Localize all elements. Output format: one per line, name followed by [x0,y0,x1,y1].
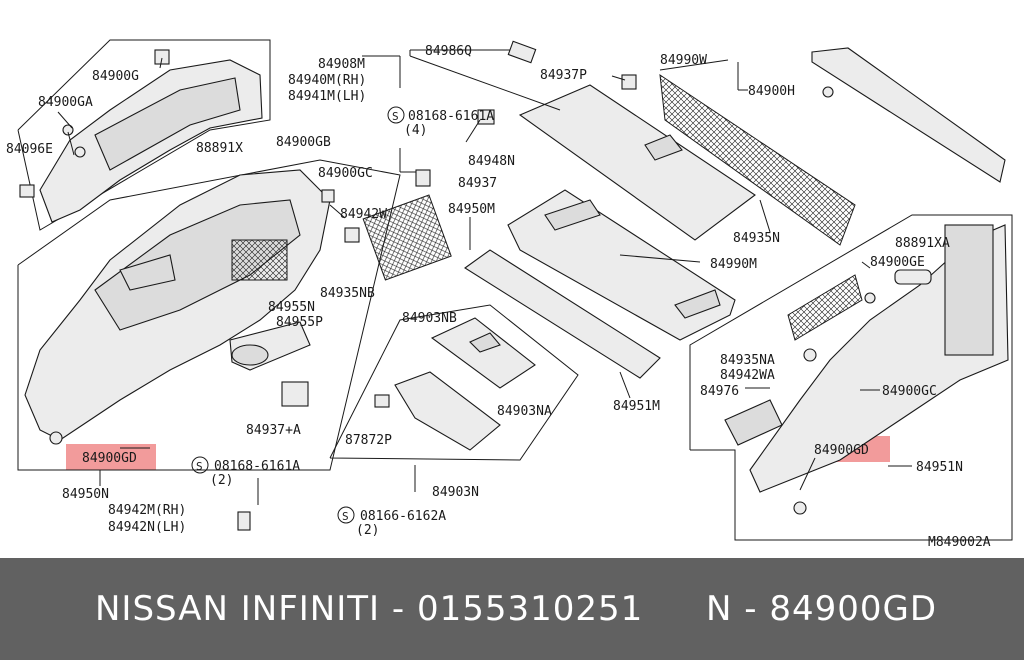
label-87872p: 87872P [345,433,392,448]
label-84942n: 84942N(LH) [108,520,186,535]
bolt-symbol-3 [337,506,355,524]
label-84900gb: 84900GB [276,135,331,150]
label-84096e: 84096E [6,142,53,157]
label-84900g: 84900G [92,69,139,84]
label-84986q: 84986Q [425,44,472,59]
label-08166: 08166-6162A [360,509,446,524]
label-84900ge: 84900GE [870,255,925,270]
label-84951m: 84951M [613,399,660,414]
label-84990m: 84990M [710,257,757,272]
label-84955p: 84955P [276,315,323,330]
label-84937: 84937 [458,176,497,191]
label-84903n: 84903N [432,485,479,500]
right-quarter-trim [689,214,1013,541]
label-84942w: 84942W [340,207,387,222]
leader-lines [57,49,912,491]
bolt-symbol-1 [387,106,405,124]
label-84900h: 84900H [748,84,795,99]
footer-part-number: N - 84900GD [706,589,938,629]
label-88891x: 88891X [196,141,243,156]
label-84976: 84976 [700,384,739,399]
label-84950n: 84950N [62,487,109,502]
label-08166-qty: (2) [356,523,379,538]
label-88891xa: 88891XA [895,236,950,251]
diagram-id: M849002A [928,535,991,550]
label-84940m: 84940M(RH) [288,73,366,88]
label-84900gd-left: 84900GD [82,451,137,466]
footer-brand-code: NISSAN INFINITI - 0155310251 [95,589,644,629]
label-84942m: 84942M(RH) [108,503,186,518]
center-parts [464,40,1006,379]
label-08168a: 08168-6161A [408,109,494,124]
bolt-s-3: S [342,510,349,523]
label-84935n: 84935N [733,231,780,246]
bolt-s-1: S [392,110,399,123]
label-84900gd-right: 84900GD [814,443,869,458]
label-84951n: 84951N [916,460,963,475]
bolt-s-2: S [196,460,203,473]
label-84903na: 84903NA [497,404,552,419]
label-84900gc: 84900GC [318,166,373,181]
label-84942wa: 84942WA [720,368,775,383]
label-08168a-qty: (4) [404,123,427,138]
parts-diagram: 84900G 84900GA 84096E 84940M(RH) 84941M(… [6,39,1013,550]
label-84900gc2: 84900GC [882,384,937,399]
label-84950m: 84950M [448,202,495,217]
label-84990w: 84990W [660,53,707,68]
footer-bar: NISSAN INFINITI - 0155310251 N - 84900GD [0,558,1024,660]
label-84937p: 84937P [540,68,587,83]
storage-group [329,304,579,492]
label-84908m: 84908M [318,57,365,72]
left-quarter-trim [17,159,452,471]
label-84935na: 84935NA [720,353,775,368]
upper-trim-group [17,39,271,231]
label-08168b: 08168-6161A [214,459,300,474]
label-84941m: 84941M(LH) [288,89,366,104]
label-84955n: 84955N [268,300,315,315]
label-84903nb: 84903NB [402,311,457,326]
bolt-symbol-2 [191,456,209,474]
label-84900ga: 84900GA [38,95,93,110]
label-84948n: 84948N [468,154,515,169]
label-84937a: 84937+A [246,423,301,438]
label-84935nb: 84935NB [320,286,375,301]
label-08168b-qty: (2) [210,473,233,488]
